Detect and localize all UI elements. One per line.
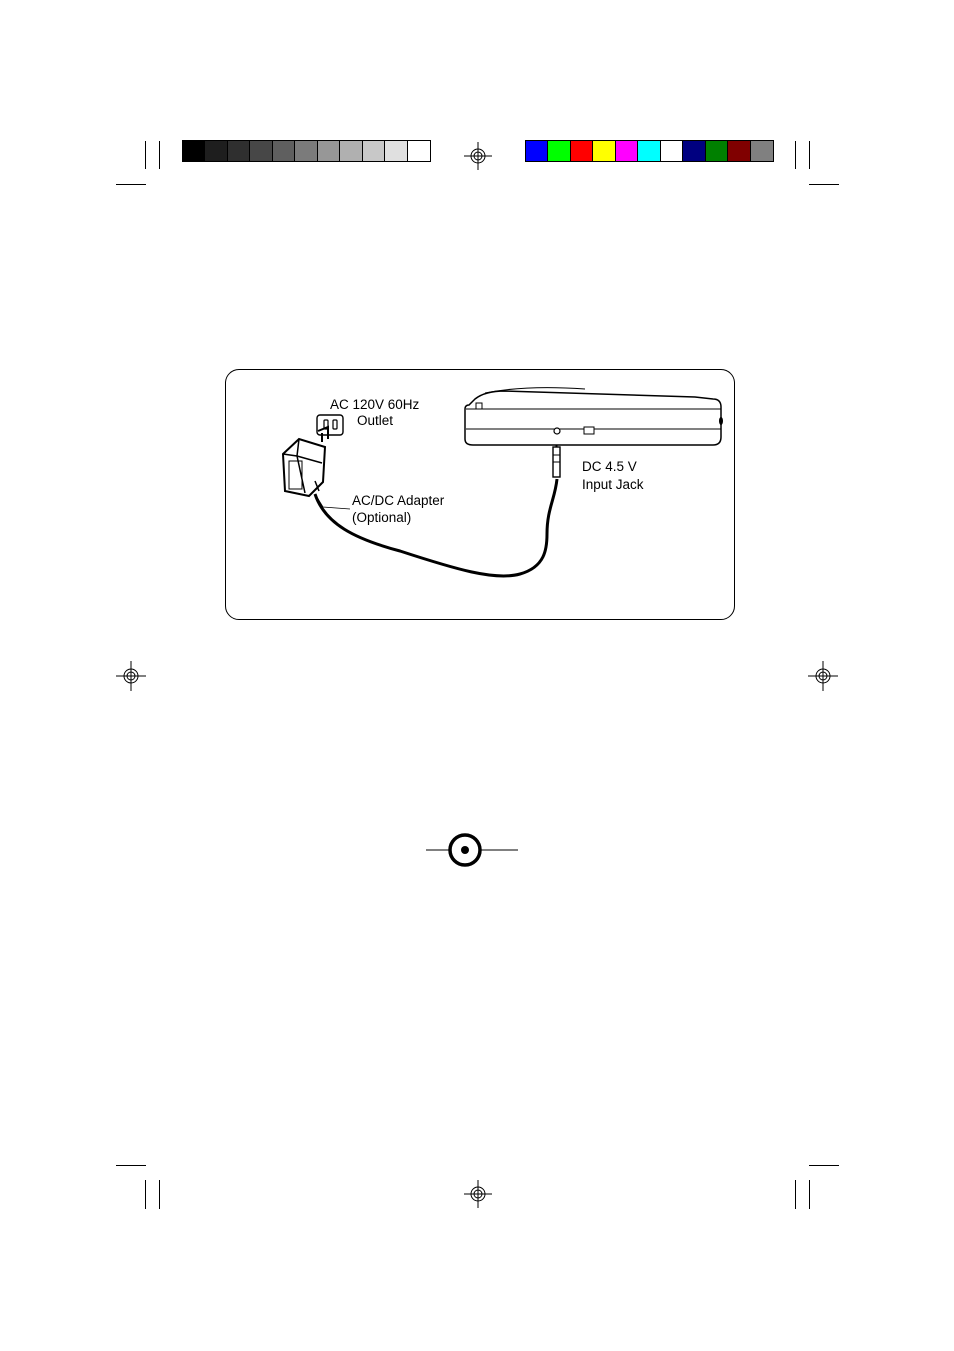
registration-mark-icon (464, 1180, 492, 1208)
registration-mark-icon (464, 142, 492, 170)
ac-outlet-icon (316, 414, 344, 436)
connection-diagram: AC 120V 60Hz Outlet AC/DC Adapter (Optio… (225, 369, 735, 620)
outlet-label-line1: AC 120V 60Hz (330, 397, 420, 412)
color-swatch (548, 141, 571, 161)
color-swatch (295, 141, 318, 161)
registration-mark-icon (808, 661, 838, 691)
color-bar (525, 140, 774, 162)
outlet-label-line2: Outlet (357, 413, 394, 428)
color-swatch (526, 141, 549, 161)
color-swatch (660, 141, 684, 161)
jack-label-line1: DC 4.5 V (582, 459, 637, 474)
color-swatch (615, 141, 639, 161)
color-swatch (593, 141, 616, 161)
color-swatch (728, 141, 751, 161)
color-swatch (683, 141, 706, 161)
jack-label-line2: Input Jack (582, 477, 644, 492)
color-swatch (570, 141, 594, 161)
grayscale-bar (182, 140, 431, 162)
page-center-target-icon (426, 833, 518, 867)
color-swatch (340, 141, 363, 161)
ac-dc-adapter-icon (281, 425, 329, 498)
color-swatch (250, 141, 273, 161)
color-swatch (705, 141, 729, 161)
color-swatch (638, 141, 661, 161)
color-swatch (317, 141, 341, 161)
color-swatch (362, 141, 386, 161)
color-swatch (183, 141, 206, 161)
color-swatch (407, 141, 430, 161)
registration-mark-icon (116, 661, 146, 691)
color-swatch (205, 141, 228, 161)
portable-device-icon (464, 387, 723, 446)
adapter-label-line2: (Optional) (352, 510, 412, 525)
adapter-label-line1: AC/DC Adapter (352, 493, 445, 508)
color-swatch (750, 141, 773, 161)
diagram-illustration (281, 387, 723, 578)
color-swatch (385, 141, 408, 161)
color-swatch (227, 141, 251, 161)
color-swatch (272, 141, 296, 161)
